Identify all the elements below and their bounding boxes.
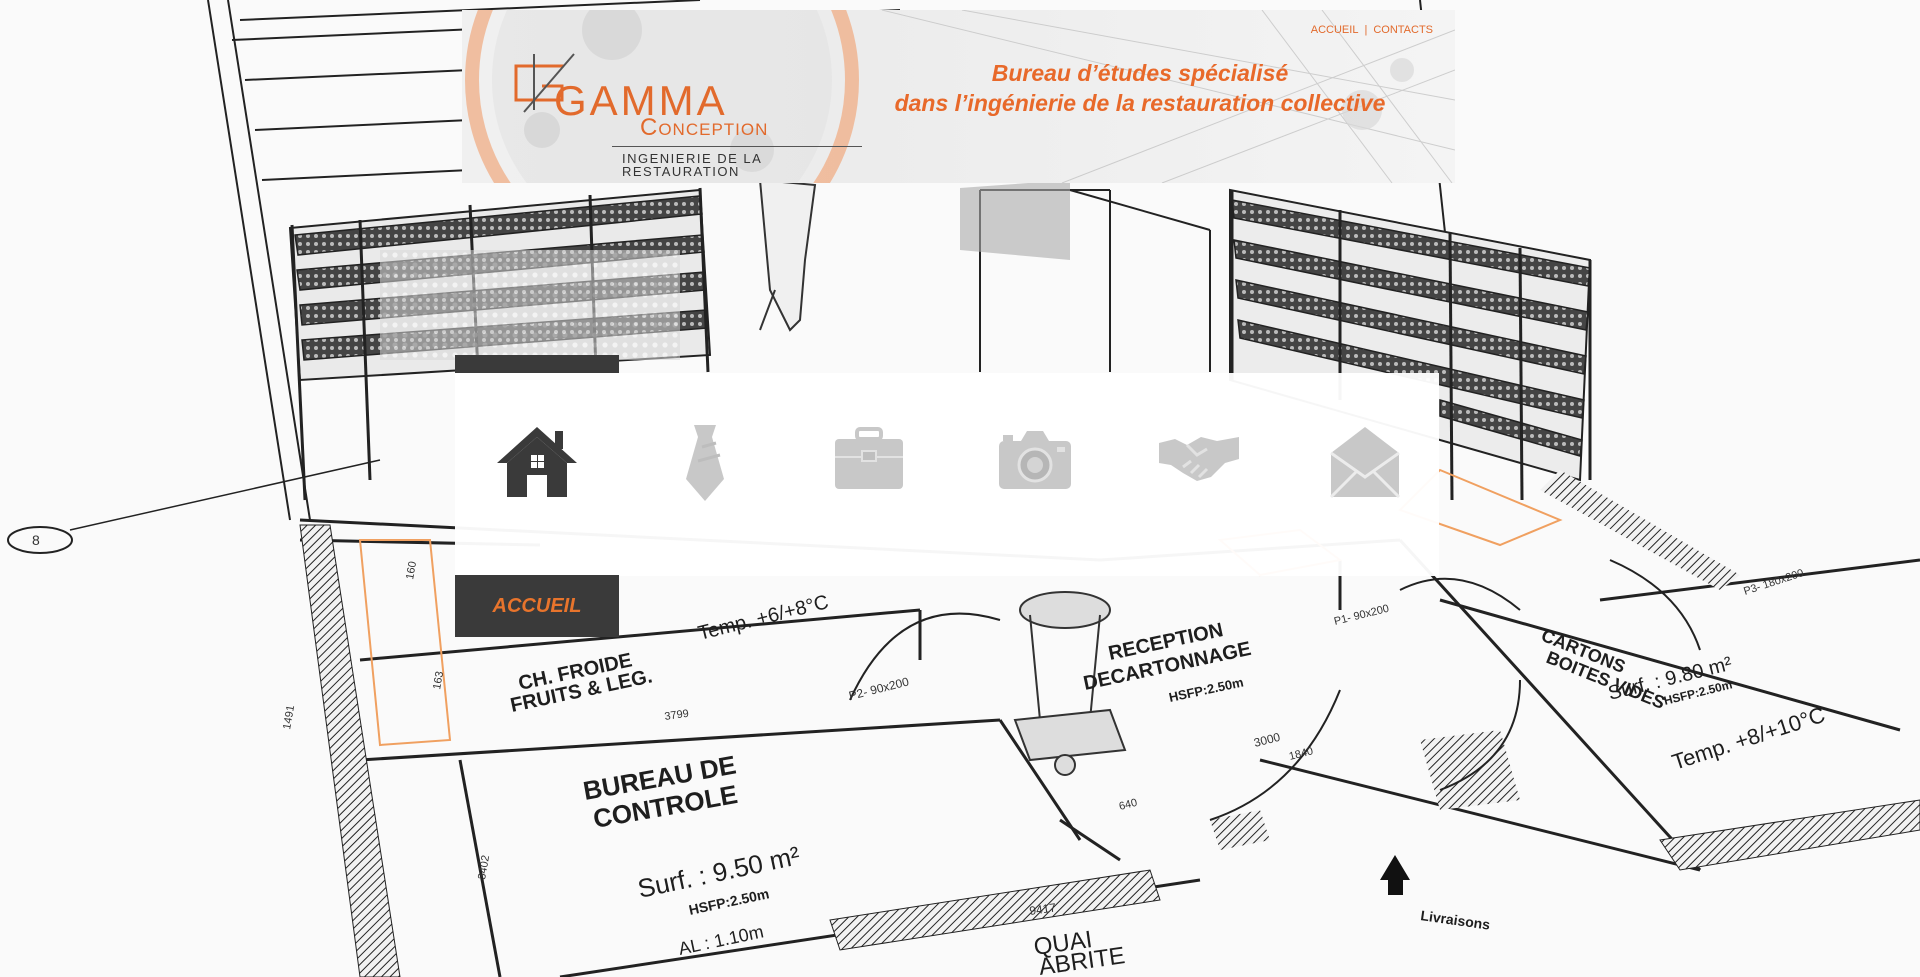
logo[interactable]: GAMMA Conception INGENIERIE DE LA RESTAU… <box>504 48 862 178</box>
header-banner: GAMMA Conception INGENIERIE DE LA RESTAU… <box>462 10 1455 183</box>
dimension-label: 160 <box>404 560 419 580</box>
logo-subtitle: INGENIERIE DE LA RESTAURATION <box>622 151 762 179</box>
link-contacts[interactable]: CONTACTS <box>1373 24 1433 36</box>
logo-brand-bottom: Conception <box>640 114 769 141</box>
dimension-label: 3402 <box>476 854 492 880</box>
nav-item-references[interactable] <box>819 423 919 513</box>
nav-item-home[interactable] <box>487 423 587 513</box>
logo-mark <box>514 53 575 113</box>
nav-item-gallery[interactable] <box>985 423 1085 513</box>
grid-marker: 8 <box>32 532 40 548</box>
tagline-line-1: Bureau d’études spécialisé <box>991 60 1289 86</box>
dimension-label: 163 <box>431 670 446 690</box>
nav-item-contact[interactable] <box>1315 423 1415 513</box>
briefcase-icon <box>835 427 903 489</box>
link-home[interactable]: ACCUEIL <box>1310 24 1359 36</box>
dimension-label: 3799 <box>664 708 690 723</box>
dimension-label: 9417 <box>1028 900 1057 918</box>
nav-icons <box>455 423 1439 533</box>
envelope-icon <box>1329 427 1401 499</box>
header-decoration <box>465 10 1455 183</box>
nav-item-partners[interactable] <box>1149 423 1249 513</box>
tagline: Bureau d’études spécialisé dans l’ingéni… <box>870 58 1410 118</box>
dimension-label: 1840 <box>1288 745 1315 763</box>
logo-brand-top: GAMMA <box>554 77 728 124</box>
top-links: ACCUEIL | CONTACTS <box>1311 24 1433 36</box>
nav-item-services[interactable] <box>655 423 755 513</box>
dimension-label: 3000 <box>1252 730 1282 750</box>
camera-icon <box>999 431 1071 489</box>
active-menu-label[interactable]: ACCUEIL <box>455 575 619 637</box>
main-nav <box>455 373 1439 576</box>
tagline-line-2: dans l’ingénierie de la restauration col… <box>894 90 1386 116</box>
menu-tab-top <box>455 355 619 373</box>
handshake-icon <box>1159 437 1239 481</box>
dimension-label: 1491 <box>281 704 297 730</box>
dimension-label: 640 <box>1118 797 1139 813</box>
logo-divider <box>612 146 862 147</box>
tie-icon <box>686 425 724 501</box>
link-separator: | <box>1364 24 1368 36</box>
home-icon <box>497 427 577 497</box>
